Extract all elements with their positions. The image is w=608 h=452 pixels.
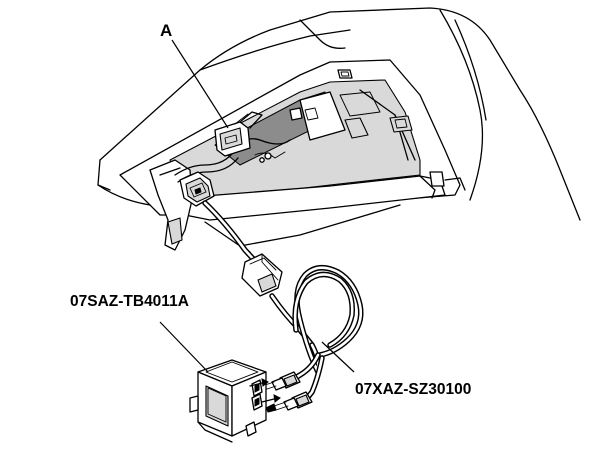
callout-label-a: A [160,21,172,40]
leader-tool-b [321,341,355,373]
cable-coil [292,264,364,375]
test-box [189,359,267,443]
inline-adapter [241,253,283,297]
tool-label-test-box: 07SAZ-TB4011A [70,293,189,310]
leader-tool-a [159,321,209,373]
insert-arrows [249,378,281,403]
leader-a [171,39,229,129]
leader-lines [159,39,355,373]
test-lead-plug-lower [265,391,313,413]
cable-upper [202,200,259,265]
dlc-plug [179,171,215,207]
cable-y-split [289,352,325,405]
dashboard-illustration [97,7,581,253]
tool-label-test-harness: 07XAZ-SZ30100 [355,381,471,398]
